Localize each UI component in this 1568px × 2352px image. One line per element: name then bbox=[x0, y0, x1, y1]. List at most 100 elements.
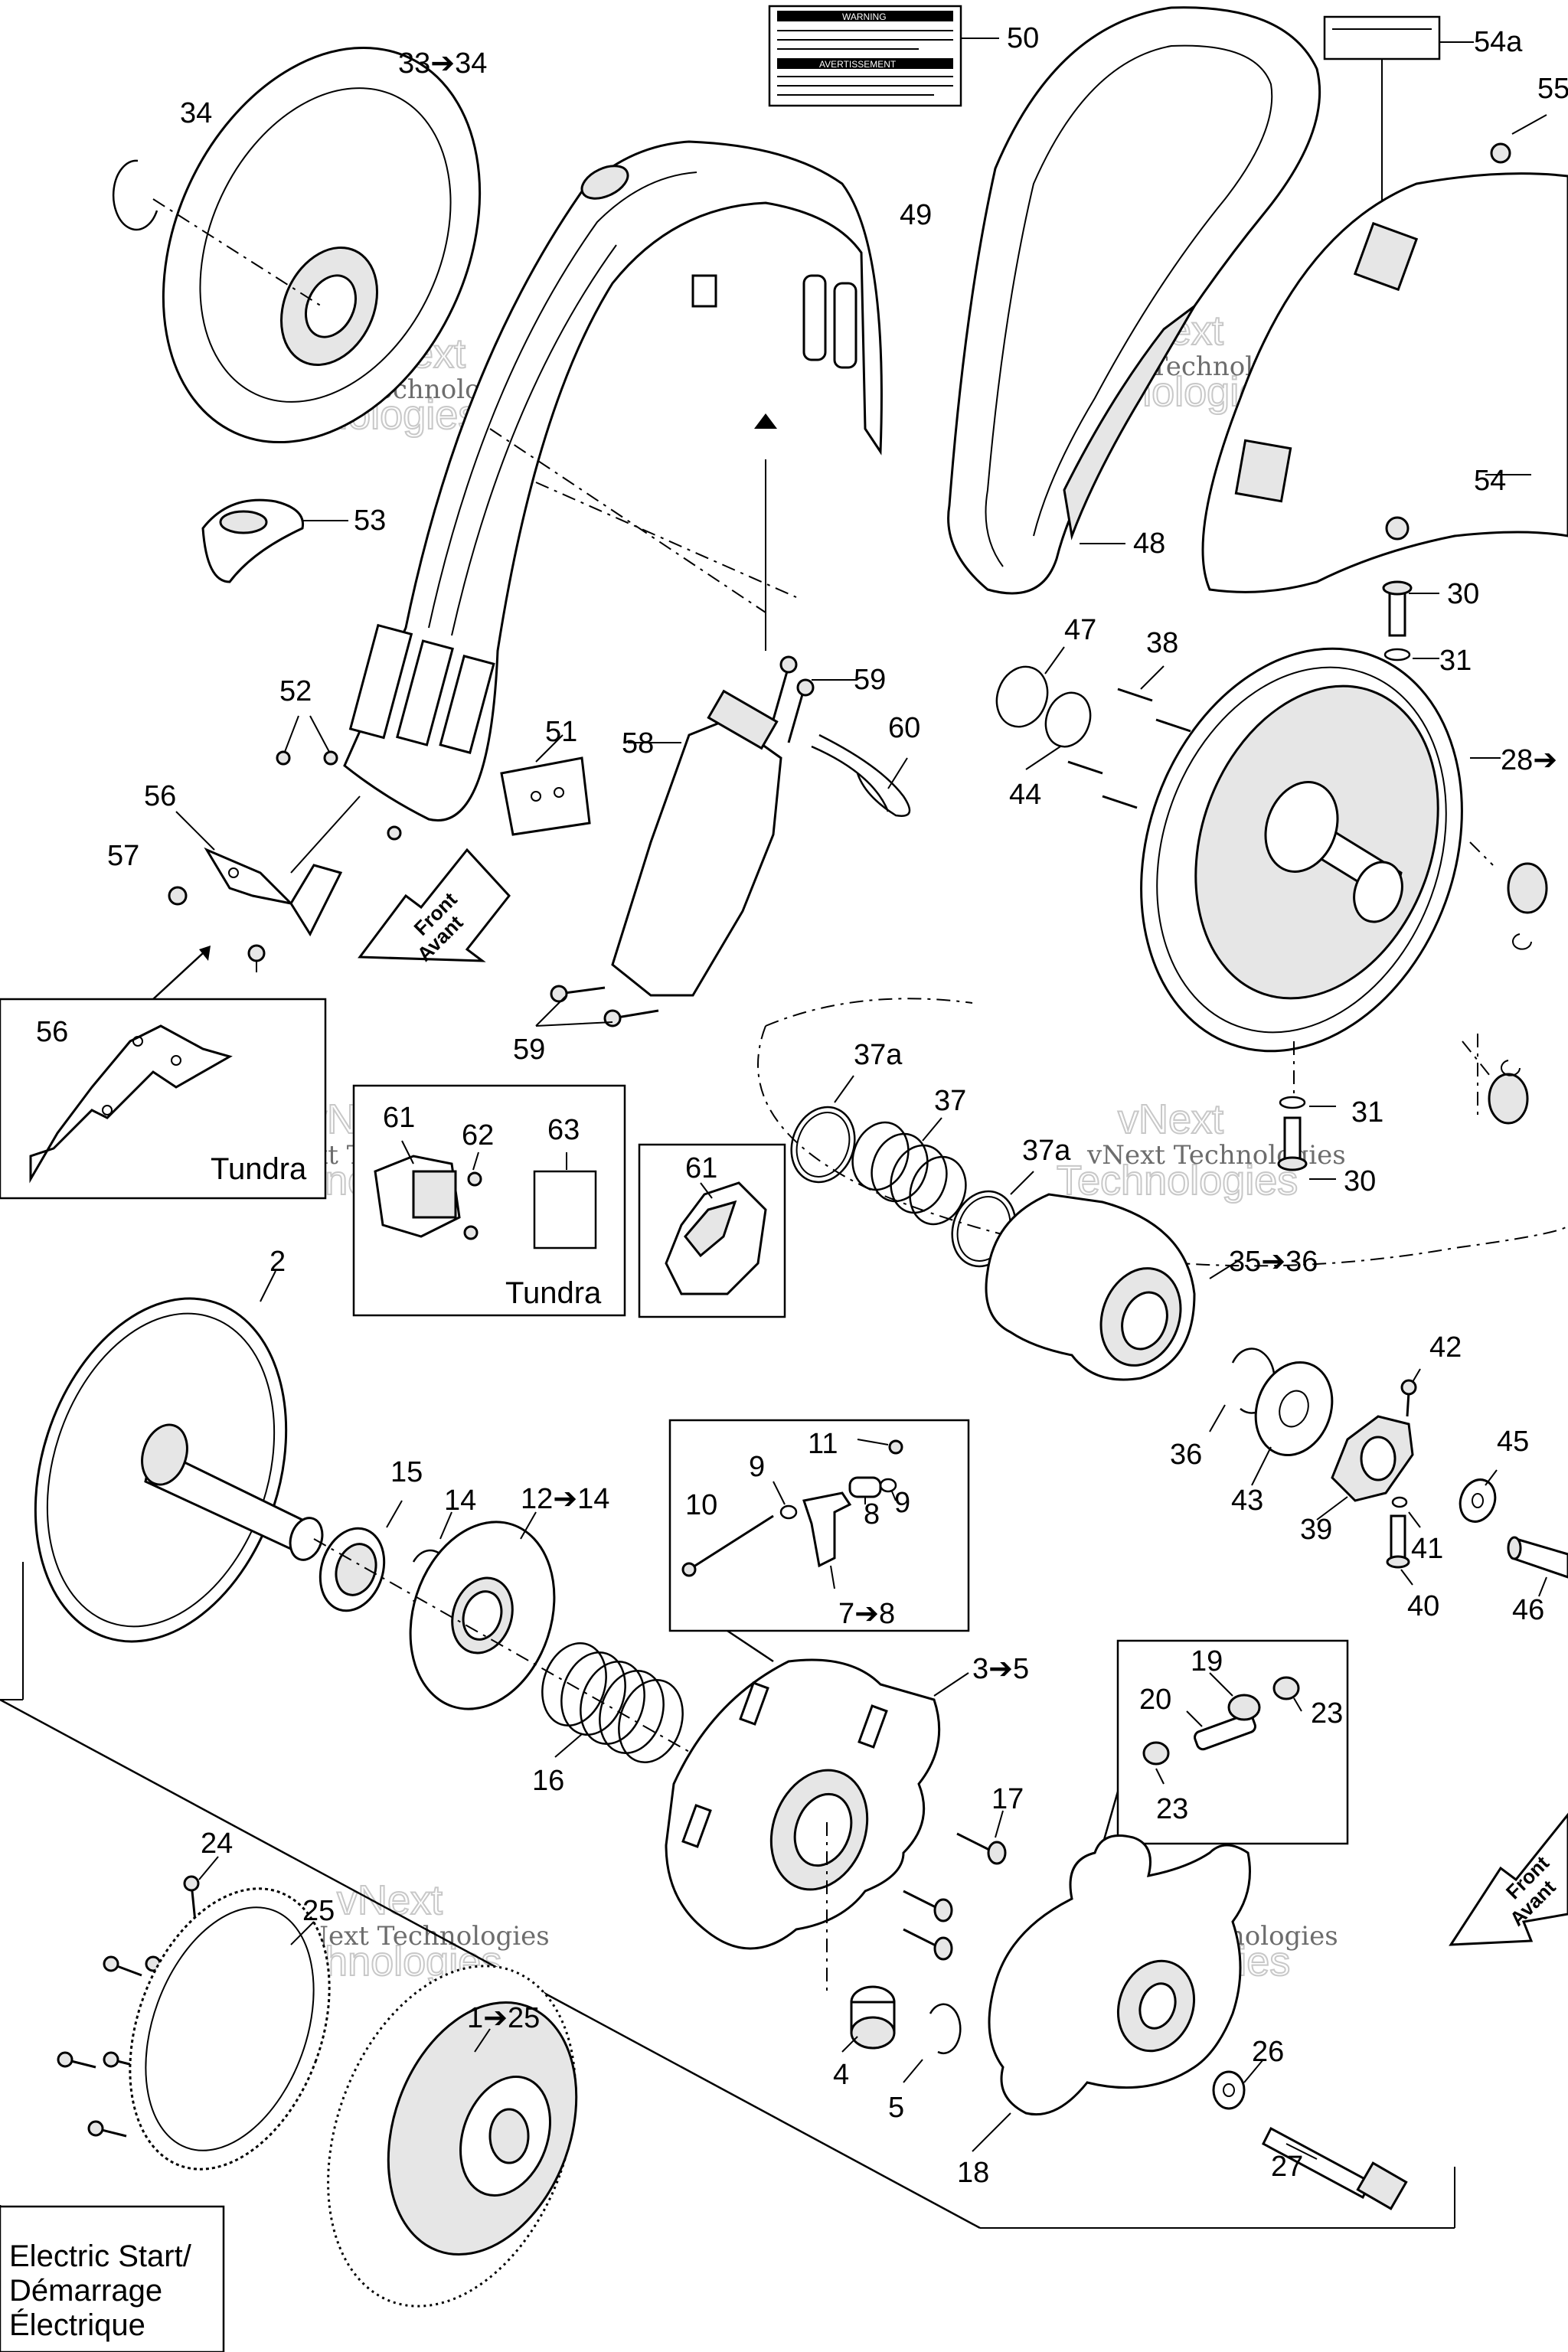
callout-14: 14 bbox=[444, 1485, 476, 1517]
callout-19: 19 bbox=[1191, 1645, 1223, 1677]
inset-box-tundra-1 bbox=[352, 1084, 626, 1317]
watermark-brand: vNext Technologies bbox=[1086, 1140, 1346, 1171]
part-42-screw bbox=[1400, 1379, 1417, 1417]
warning-title: WARNING bbox=[842, 11, 887, 22]
callout-36: 36 bbox=[1170, 1439, 1202, 1471]
callout-37a: 37a bbox=[1022, 1135, 1071, 1167]
fixed-sheave-2 bbox=[34, 1297, 324, 1643]
part-38-pins bbox=[1067, 688, 1191, 809]
electrique-label: Électrique bbox=[9, 2308, 145, 2342]
callout-39: 39 bbox=[1300, 1514, 1332, 1546]
callout-63: 63 bbox=[547, 1114, 580, 1146]
part-30-31-upper bbox=[1382, 580, 1413, 662]
driven-pulley-28 bbox=[1140, 647, 1463, 1053]
part-1-flywheel-assembly bbox=[327, 1965, 578, 2308]
watermark-word-vnext: vNext bbox=[337, 1877, 443, 1923]
part-41-40 bbox=[1386, 1496, 1410, 1569]
watermark-word-vnext: vNext bbox=[1118, 1096, 1223, 1142]
part-37-spring bbox=[851, 1121, 967, 1226]
part-12-plate bbox=[409, 1521, 556, 1710]
part-30-31-lower bbox=[1277, 1096, 1308, 1171]
callout-61: 61 bbox=[685, 1152, 717, 1184]
callout-55: 55 bbox=[1537, 73, 1568, 105]
callout-20: 20 bbox=[1139, 1684, 1171, 1716]
part-58 bbox=[611, 689, 782, 997]
callout-47: 47 bbox=[1064, 614, 1096, 646]
callout-45: 45 bbox=[1497, 1426, 1529, 1458]
callout-7-8: 7➔8 bbox=[838, 1598, 895, 1630]
callout-40: 40 bbox=[1407, 1590, 1439, 1622]
inset-box-19-23 bbox=[1116, 1639, 1349, 1845]
watermark-word-technologies: Technologies bbox=[1057, 1158, 1298, 1204]
callout-2: 2 bbox=[270, 1246, 286, 1278]
callout-17: 17 bbox=[991, 1783, 1024, 1815]
callout-labels: 33➔34 34 50 54a 55 49 53 48 54 30 31 47 … bbox=[36, 22, 1568, 2189]
part-4-bushing bbox=[850, 1985, 896, 2050]
callout-31: 31 bbox=[1439, 645, 1472, 677]
callout-62: 62 bbox=[462, 1119, 494, 1152]
callout-10: 10 bbox=[685, 1489, 717, 1521]
callout-33-34: 33➔34 bbox=[398, 47, 487, 80]
part-37a-ring-1 bbox=[790, 1106, 856, 1184]
tundra-label: Tundra bbox=[505, 1276, 602, 1310]
callout-28: 28➔ bbox=[1501, 744, 1557, 776]
callout-23: 23 bbox=[1156, 1793, 1188, 1825]
part-56 bbox=[204, 847, 343, 937]
movable-sheave-3 bbox=[665, 1658, 941, 1950]
callout-34: 34 bbox=[180, 97, 212, 129]
part-25-ring-gear bbox=[129, 1887, 331, 2171]
part-45-washer bbox=[1459, 1478, 1497, 1523]
belt-guard-bracket-49 bbox=[343, 140, 883, 822]
electric-start-label: Electric Start/ bbox=[9, 2239, 192, 2273]
callout-18: 18 bbox=[957, 2157, 989, 2189]
part-18-spider bbox=[988, 1834, 1251, 2116]
arrow-head-icon bbox=[754, 413, 777, 429]
callout-35-36: 35➔36 bbox=[1229, 1246, 1318, 1278]
inset-box-61 bbox=[638, 1143, 786, 1318]
callout-31: 31 bbox=[1351, 1096, 1383, 1129]
callout-49: 49 bbox=[900, 199, 932, 231]
callout-37a: 37a bbox=[854, 1039, 903, 1071]
sheave-disk-33 bbox=[162, 46, 482, 444]
text-labels: Tundra Tundra Electric Start/ Démarrage … bbox=[9, 1152, 602, 2342]
part-24-screws bbox=[57, 1875, 200, 2138]
callout-48: 48 bbox=[1133, 528, 1165, 560]
callout-61: 61 bbox=[383, 1102, 415, 1134]
part-60 bbox=[811, 733, 911, 817]
part-51 bbox=[500, 756, 591, 836]
callout-26: 26 bbox=[1252, 2036, 1284, 2068]
electric-start-box bbox=[0, 2205, 225, 2352]
callout-54: 54 bbox=[1474, 465, 1506, 497]
part-35-cam bbox=[985, 1193, 1196, 1381]
callout-59: 59 bbox=[854, 664, 886, 696]
part-28-rollers bbox=[1488, 862, 1548, 1125]
part-59-bolts bbox=[550, 655, 815, 1027]
tundra-label: Tundra bbox=[211, 1152, 307, 1186]
callout-43: 43 bbox=[1231, 1485, 1263, 1517]
inset-box-7-11 bbox=[668, 1419, 970, 1632]
callout-23: 23 bbox=[1311, 1697, 1343, 1730]
part-39-hub bbox=[1331, 1415, 1414, 1502]
callout-24: 24 bbox=[201, 1828, 233, 1860]
callout-30: 30 bbox=[1447, 578, 1479, 610]
part-54a bbox=[1323, 15, 1441, 60]
callout-8: 8 bbox=[864, 1498, 880, 1530]
part-57 bbox=[168, 886, 188, 906]
inset-box-56 bbox=[0, 998, 327, 1200]
callout-27: 27 bbox=[1271, 2151, 1303, 2183]
callout-25: 25 bbox=[302, 1895, 335, 1927]
callout-16: 16 bbox=[532, 1765, 564, 1797]
callout-9: 9 bbox=[894, 1487, 910, 1519]
part-53 bbox=[201, 498, 305, 583]
callout-42: 42 bbox=[1429, 1331, 1462, 1364]
callout-5: 5 bbox=[888, 2092, 904, 2124]
callout-9: 9 bbox=[749, 1451, 765, 1483]
part-43-washer bbox=[1254, 1361, 1334, 1457]
callout-44: 44 bbox=[1009, 779, 1041, 811]
callout-54a: 54a bbox=[1474, 26, 1523, 58]
drive-belt-48 bbox=[947, 6, 1321, 595]
callout-41: 41 bbox=[1411, 1533, 1443, 1565]
callout-50: 50 bbox=[1007, 22, 1039, 54]
demarrage-label: Démarrage bbox=[9, 2274, 162, 2308]
